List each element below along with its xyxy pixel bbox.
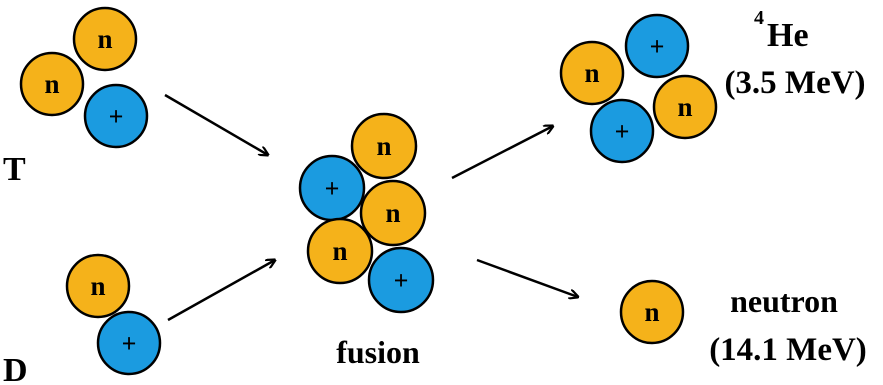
arrow-deuterium-to-fusion xyxy=(167,260,275,322)
svg-text:+: + xyxy=(615,117,630,146)
tritium-neutron-1: n xyxy=(72,6,138,72)
tritium-neutron-2: n xyxy=(19,51,85,117)
free-neutron: n xyxy=(619,279,685,345)
svg-text:+: + xyxy=(109,102,124,131)
svg-text:n: n xyxy=(584,58,599,88)
neutron-energy: (14.1 MeV) xyxy=(709,332,867,368)
svg-text:n: n xyxy=(44,69,59,99)
deuterium-nucleus: n + xyxy=(65,253,162,376)
helium-nucleus: + n n + xyxy=(559,13,718,164)
helium-label: 4 He (3.5 MeV) xyxy=(724,7,865,101)
svg-text:n: n xyxy=(90,271,105,301)
tritium-label: T xyxy=(3,151,26,188)
fusion-label: fusion xyxy=(336,334,420,370)
helium-energy: (3.5 MeV) xyxy=(724,65,865,101)
fusion-proton-bottom: + xyxy=(367,246,435,314)
svg-text:n: n xyxy=(677,92,692,122)
deuterium-neutron: n xyxy=(65,253,131,319)
neutron-label: neutron xyxy=(730,283,838,319)
fusion-nucleus: n + n n + xyxy=(298,112,435,314)
svg-text:+: + xyxy=(122,329,137,358)
helium-neutron-left: n xyxy=(559,40,625,106)
svg-text:n: n xyxy=(97,24,112,54)
tritium-proton: + xyxy=(83,83,149,149)
fusion-neutron-middle: n xyxy=(359,179,427,247)
svg-text:n: n xyxy=(644,297,659,327)
svg-text:n: n xyxy=(332,236,347,266)
helium-proton-bottom: + xyxy=(589,98,655,164)
svg-text:n: n xyxy=(376,131,391,161)
deuterium-label: D xyxy=(3,352,28,385)
helium-proton-top: + xyxy=(624,13,690,79)
svg-text:+: + xyxy=(325,174,340,203)
helium-neutron-right: n xyxy=(652,74,718,140)
tritium-nucleus: n n + xyxy=(19,6,149,149)
arrow-fusion-to-helium xyxy=(451,126,553,180)
fusion-proton-left: + xyxy=(298,154,366,222)
arrow-fusion-to-neutron xyxy=(476,258,578,297)
arrow-tritium-to-fusion xyxy=(164,93,268,155)
svg-text:+: + xyxy=(650,32,665,61)
fusion-neutron-top: n xyxy=(350,112,418,180)
helium-symbol: He xyxy=(767,17,809,54)
fusion-neutron-lower: n xyxy=(306,217,374,285)
svg-text:+: + xyxy=(394,266,409,295)
deuterium-proton: + xyxy=(96,310,162,376)
svg-text:n: n xyxy=(385,198,400,228)
helium-mass-number: 4 xyxy=(754,7,764,29)
